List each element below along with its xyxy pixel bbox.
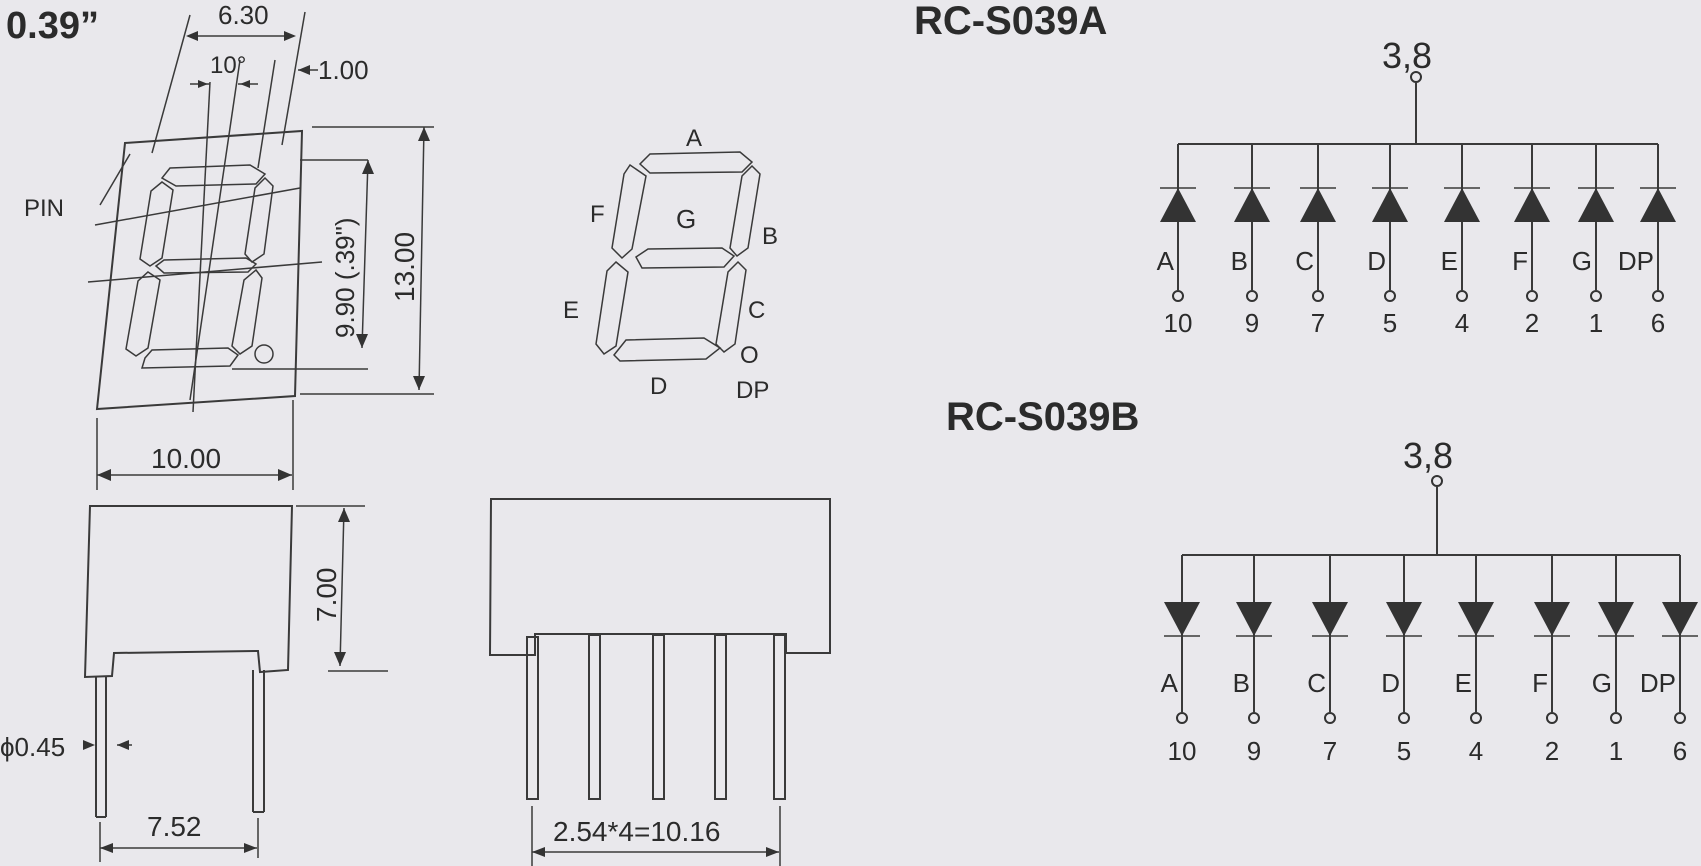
circuit-title-a: RC-S039A bbox=[914, 0, 1107, 43]
segment-label: D bbox=[1367, 246, 1386, 276]
led-diode-symbol bbox=[1372, 188, 1408, 222]
led-diode-symbol bbox=[1444, 188, 1480, 222]
dim-1-00: 1.00 bbox=[318, 55, 369, 85]
pin-number: 2 bbox=[1545, 736, 1559, 766]
led-diode-symbol bbox=[1514, 188, 1550, 222]
side-view: 7.00 ϕ0.45 7.52 bbox=[0, 505, 388, 862]
led-diode-symbol bbox=[1598, 602, 1634, 636]
seg-label-c: C bbox=[748, 297, 765, 324]
pin-number: 7 bbox=[1311, 308, 1325, 338]
led-diode-symbol bbox=[1300, 188, 1336, 222]
dim-10-deg: 10° bbox=[210, 52, 246, 79]
led-diode-symbol bbox=[1386, 602, 1422, 636]
pin-terminal bbox=[1546, 712, 1558, 724]
dim-13-00: 13.00 bbox=[389, 232, 420, 302]
size-label: 0.39” bbox=[6, 5, 99, 47]
pin-terminal bbox=[1456, 290, 1468, 302]
seg-label-a: A bbox=[686, 125, 702, 152]
circuit-common-anode: 3,8A 10 B 9 C 7 D 5 E 4 F 2 G 1 DP 6 bbox=[1157, 35, 1676, 338]
pin-terminal bbox=[1526, 290, 1538, 302]
led-diode-symbol bbox=[1234, 188, 1270, 222]
segment-label: F bbox=[1532, 668, 1548, 698]
pin-number: 1 bbox=[1609, 736, 1623, 766]
pin-number: 10 bbox=[1168, 736, 1197, 766]
segment-label: G bbox=[1572, 246, 1592, 276]
seg-label-e: E bbox=[563, 297, 579, 324]
dim-9-90: 9.90 (.39") bbox=[330, 217, 360, 338]
segment-label: C bbox=[1295, 246, 1314, 276]
pin-label: PIN bbox=[24, 195, 64, 222]
dim-7-00: 7.00 bbox=[311, 568, 342, 623]
pin-number: 5 bbox=[1397, 736, 1411, 766]
pin-terminal bbox=[1176, 712, 1188, 724]
segment-label: B bbox=[1231, 246, 1248, 276]
segment-label: F bbox=[1512, 246, 1528, 276]
pin-number: 7 bbox=[1323, 736, 1337, 766]
pin-terminal bbox=[1398, 712, 1410, 724]
led-diode-symbol bbox=[1578, 188, 1614, 222]
pin-number: 4 bbox=[1455, 308, 1469, 338]
seg-label-dp: DP bbox=[736, 377, 769, 404]
pin-terminal bbox=[1470, 712, 1482, 724]
pin-number: 6 bbox=[1673, 736, 1687, 766]
pin-terminal bbox=[1610, 712, 1622, 724]
pin-terminal bbox=[1384, 290, 1396, 302]
segment-label: E bbox=[1455, 668, 1472, 698]
common-pin-terminal bbox=[1410, 71, 1422, 83]
segment-label: A bbox=[1161, 668, 1179, 698]
pin-number: 6 bbox=[1651, 308, 1665, 338]
segment-label: DP bbox=[1618, 246, 1654, 276]
led-diode-symbol bbox=[1640, 188, 1676, 222]
circuit-title-b: RC-S039B bbox=[946, 395, 1139, 439]
led-diode-symbol bbox=[1164, 602, 1200, 636]
dim-pitch: 2.54*4=10.16 bbox=[553, 816, 720, 847]
pin-number: 2 bbox=[1525, 308, 1539, 338]
seg-label-f: F bbox=[590, 201, 605, 228]
segment-label: B bbox=[1233, 668, 1250, 698]
front-view: PIN 6.30 10° 1.00 9.90 (.39") 13.00 bbox=[24, 0, 434, 490]
segment-diagram: A F G B E C O D DP bbox=[563, 125, 778, 404]
pin-number: 9 bbox=[1247, 736, 1261, 766]
pin-terminal bbox=[1248, 712, 1260, 724]
led-diode-symbol bbox=[1236, 602, 1272, 636]
pin-number: 4 bbox=[1469, 736, 1483, 766]
dim-6-30: 6.30 bbox=[218, 0, 269, 30]
pin-terminal bbox=[1246, 290, 1258, 302]
pin-number: 10 bbox=[1164, 308, 1193, 338]
led-diode-symbol bbox=[1534, 602, 1570, 636]
pin-terminal bbox=[1652, 290, 1664, 302]
dim-7-52: 7.52 bbox=[147, 811, 202, 842]
common-pin-terminal bbox=[1431, 475, 1443, 487]
seg-label-o: O bbox=[740, 342, 759, 369]
circuit-common-cathode: 3,8A 10 B 9 C 7 D 5 E 4 F 2 G 1 DP 6 bbox=[1161, 435, 1698, 766]
dim-phi-0-45: ϕ0.45 bbox=[0, 732, 65, 762]
pin-terminal bbox=[1172, 290, 1184, 302]
segment-label: G bbox=[1592, 668, 1612, 698]
pin-terminal bbox=[1324, 712, 1336, 724]
segment-label: DP bbox=[1640, 668, 1676, 698]
pin-terminal bbox=[1312, 290, 1324, 302]
common-pin-label: 3,8 bbox=[1382, 35, 1432, 76]
pin-number: 5 bbox=[1383, 308, 1397, 338]
led-diode-symbol bbox=[1458, 602, 1494, 636]
segment-label: C bbox=[1307, 668, 1326, 698]
segment-label: A bbox=[1157, 246, 1175, 276]
led-diode-symbol bbox=[1662, 602, 1698, 636]
led-diode-symbol bbox=[1160, 188, 1196, 222]
segment-label: E bbox=[1441, 246, 1458, 276]
seg-label-g: G bbox=[676, 204, 696, 234]
dim-10-00: 10.00 bbox=[151, 443, 221, 474]
segment-label: D bbox=[1381, 668, 1400, 698]
pin-number: 1 bbox=[1589, 308, 1603, 338]
pin-number: 9 bbox=[1245, 308, 1259, 338]
pin-terminal bbox=[1590, 290, 1602, 302]
pin-view: 2.54*4=10.16 bbox=[488, 498, 831, 866]
seg-label-d: D bbox=[650, 373, 667, 400]
seg-label-b: B bbox=[762, 223, 778, 250]
common-pin-label: 3,8 bbox=[1403, 435, 1453, 476]
led-diode-symbol bbox=[1312, 602, 1348, 636]
pin-terminal bbox=[1674, 712, 1686, 724]
